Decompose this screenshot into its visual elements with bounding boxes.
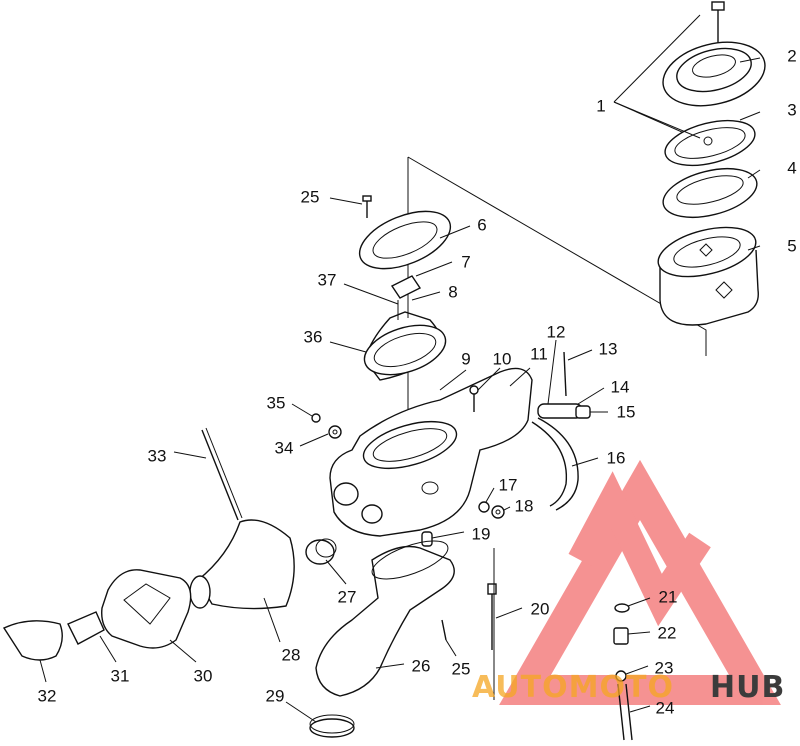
callout-3: 3 [787,100,796,119]
part-17-nut [478,501,490,513]
callout-21: 21 [659,587,678,606]
part-5-filter-element [657,226,759,326]
callout-6: 6 [477,215,486,234]
part-27-coupler [305,538,337,565]
callout-5: 5 [787,236,796,255]
callout-34: 34 [275,438,294,457]
part-4-gasket [662,167,758,219]
part-26-lower-duct [315,540,455,697]
part-12-hose-fitting [537,403,591,419]
part-18-washer [491,505,505,519]
watermark-text-left: AUTOMOTO [472,670,674,705]
part-24-tube [617,683,633,741]
part-29-clamp-ring [309,714,355,738]
callout-11: 11 [530,344,548,363]
watermark-logo [499,459,781,705]
callout-18: 18 [515,496,534,515]
part-35-screw [311,413,321,423]
callout-10: 10 [493,349,512,368]
part-16-hose [531,417,579,511]
callout-2: 2 [787,46,796,65]
callout-12: 12 [547,322,566,341]
airbox-housing [329,367,533,537]
callout-31: 31 [111,666,130,685]
callout-23: 23 [655,658,674,677]
part-33-rod [201,427,243,521]
part-23-nut [615,670,627,682]
leader-lines [39,57,761,723]
callout-30: 30 [194,666,213,685]
part-3-seal [664,119,756,167]
callout-36: 36 [304,327,323,346]
part-19-clamp [421,531,433,547]
callout-33: 33 [148,446,167,465]
callout-8: 8 [448,282,457,301]
callout-7: 7 [461,252,470,271]
watermark-text: AUTOMOTO HUB [472,670,785,705]
part-10-screw [469,385,479,412]
callout-17: 17 [499,475,518,494]
callout-37: 37 [318,270,337,289]
callout-22: 22 [658,623,677,642]
callout-13: 13 [599,339,618,358]
callout-35: 35 [267,393,286,412]
part-32-cap [2,620,63,661]
part-22-fitting [613,627,629,645]
callout-28: 28 [282,645,301,664]
callout-25: 25 [452,659,471,678]
part-31-sleeve [67,611,105,645]
part-25-screw-upper [362,195,372,218]
callout-20: 20 [531,599,550,618]
callout-29: 29 [266,686,285,705]
filter-kit-bracket [407,14,707,430]
callout-1: 1 [596,96,605,115]
part-1-bolt [711,1,725,45]
callout-32: 32 [38,686,57,705]
callout-15: 15 [617,402,636,421]
part-20-drain-tube [487,548,497,700]
callout-27: 27 [338,587,357,606]
callout-4: 4 [787,158,796,177]
part-21-washer [614,603,630,613]
callout-14: 14 [611,377,630,396]
part-7-plate [390,275,422,299]
callout-25: 25 [301,187,320,206]
part-13-screw [563,351,567,397]
callout-9: 9 [461,349,470,368]
callout-26: 26 [412,656,431,675]
part-25-screw-lower [441,619,447,641]
watermark-text-right: HUB [710,670,785,705]
part-34-grommet [328,425,342,439]
part-30-frame [101,569,192,649]
part-2-cover [662,41,766,107]
part-28-intake-boot [189,519,295,610]
part-6-gasket [358,210,452,270]
callout-24: 24 [656,698,675,717]
part-36-adapter [363,298,447,381]
callout-16: 16 [607,448,626,467]
callout-19: 19 [472,524,491,543]
